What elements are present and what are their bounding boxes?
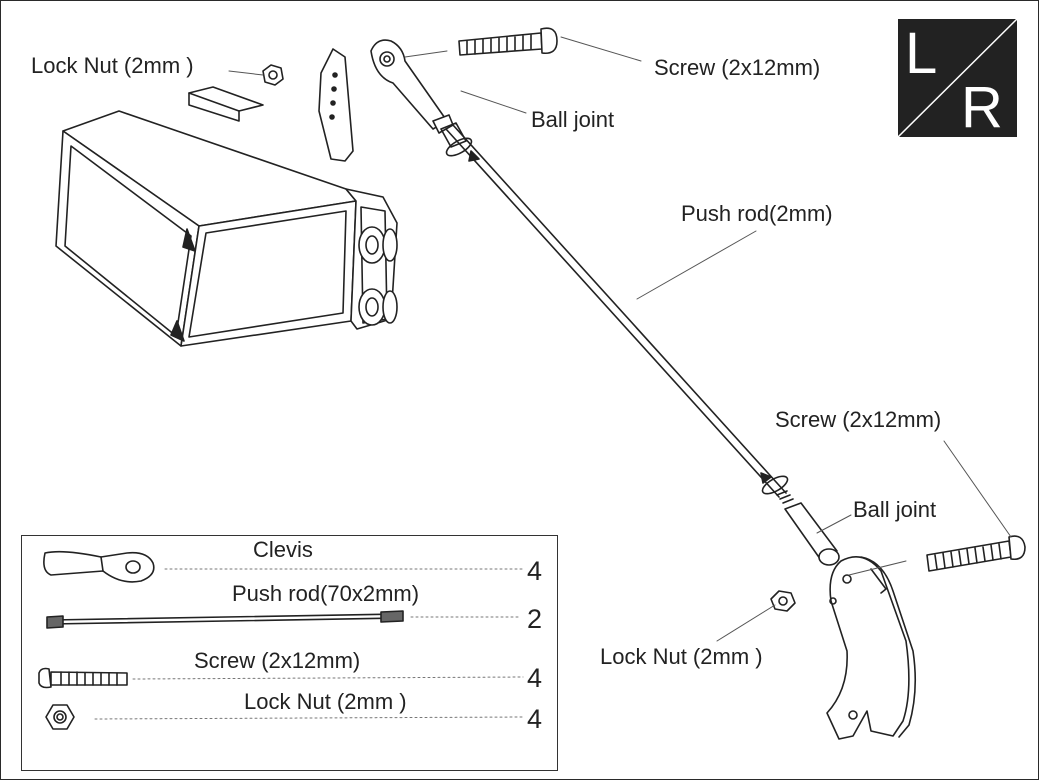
parts-item-lock-nut-name: Lock Nut (2mm ) [244,689,407,714]
lock-nut-bottom [770,590,796,612]
label-lock-nut-bottom: Lock Nut (2mm ) [600,644,763,669]
clevis-icon [43,550,155,583]
parts-list [21,535,558,771]
parts-item-push-rod-name: Push rod(70x2mm) [232,581,420,606]
parts-item-screw-name: Screw (2x12mm) [194,648,361,673]
clevis-top [370,39,454,134]
parts-item-clevis-name: Clevis [253,537,313,562]
screw-icon [38,667,128,689]
parts-item-push-rod-qty: 2 [527,604,543,634]
control-horn [826,555,917,740]
parts-item-clevis-qty: 4 [527,556,543,586]
label-ball-joint-bottom: Ball joint [853,497,937,522]
parts-item-lock-nut-qty: 4 [527,704,543,734]
label-lock-nut-top: Lock Nut (2mm ) [31,53,194,78]
lr-logo: L R [897,18,1018,140]
screw-top [458,27,558,56]
parts-item-screw-qty: 4 [527,663,543,693]
clevis-bottom [784,502,840,566]
lock-nut-top [262,64,284,86]
screw-bottom [926,535,1026,572]
push-rod [440,122,794,504]
label-screw-bottom: Screw (2x12mm) [775,407,942,432]
label-screw-top: Screw (2x12mm) [654,55,821,80]
servo [55,48,398,347]
label-ball-joint-top: Ball joint [531,107,615,132]
parts-list-leaders [94,568,524,720]
logo-letter-r: R [961,75,1003,140]
label-push-rod: Push rod(2mm) [681,201,833,226]
logo-background [897,18,1018,138]
logo-letter-l: L [905,21,938,86]
lock-nut-icon [45,704,75,730]
push-rod-icon [46,610,404,629]
leader-lines [228,36,1012,642]
